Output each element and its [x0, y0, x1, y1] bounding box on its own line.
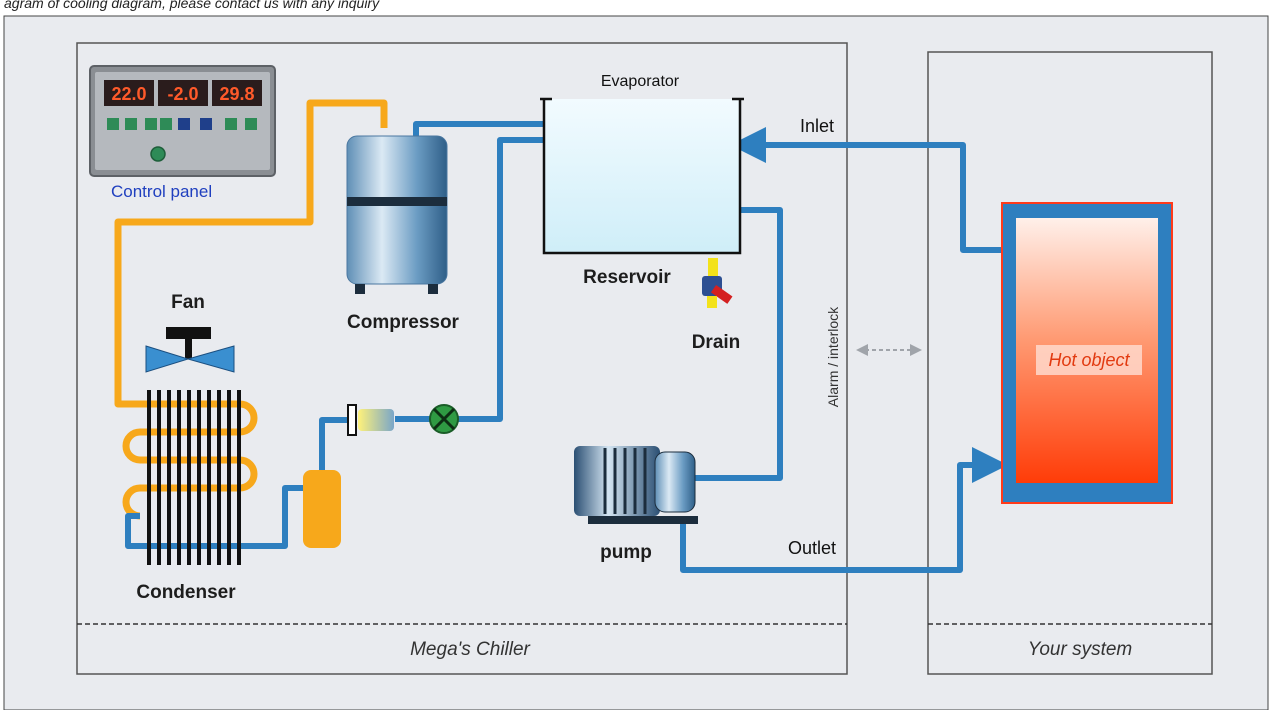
compressor-foot-left — [355, 284, 365, 294]
evaporator-label: Evaporator — [601, 73, 680, 90]
drain-valve-outlet — [707, 296, 717, 308]
hot-object-label-bg — [1036, 345, 1142, 375]
condenser-fins — [147, 390, 241, 565]
reservoir-to-pump — [695, 207, 783, 481]
compressor-foot-right — [428, 284, 438, 294]
chiller-section-label: Mega's Chiller — [410, 639, 530, 660]
fan-blade-right — [186, 345, 235, 373]
pump: pump — [574, 446, 698, 563]
pump-motor — [574, 446, 660, 516]
compressor: Compressor — [346, 135, 460, 333]
inlet-label: Inlet — [800, 116, 834, 136]
filter-cap — [347, 404, 357, 436]
display-2-value: -2.0 — [167, 84, 198, 104]
outlet-line — [680, 447, 1008, 573]
fan: Fan — [145, 292, 235, 373]
system-box — [927, 51, 1213, 675]
reservoir-label: Reservoir — [583, 267, 671, 288]
panel-button-7 — [225, 118, 237, 130]
pump-label: pump — [600, 542, 652, 563]
display-3 — [212, 80, 262, 106]
reservoir-walls — [542, 110, 742, 255]
condenser-label: Condenser — [136, 582, 236, 603]
fan-shaft — [185, 339, 192, 359]
system-section-label: Your system — [1028, 639, 1133, 660]
hot-gas-line — [114, 99, 388, 408]
fan-label: Fan — [171, 292, 205, 313]
drain-valve-stem — [708, 258, 718, 276]
header-text: agram of cooling diagram, please contact… — [4, 0, 380, 11]
expansion-valve-icon — [429, 404, 459, 434]
panel-button-3 — [145, 118, 157, 130]
receiver-tank — [303, 470, 341, 548]
pump-motor-fins — [603, 448, 647, 514]
reservoir-water — [544, 99, 740, 253]
panel-button-1 — [107, 118, 119, 130]
control-panel: 22.0 -2.0 29.8 Control panel — [89, 65, 276, 201]
evaporator-to-compressor — [413, 121, 545, 138]
display-3-value: 29.8 — [219, 84, 254, 104]
display-1-value: 22.0 — [111, 84, 146, 104]
inlet-line — [730, 127, 1002, 253]
filter-drier — [358, 409, 394, 431]
receiver-to-nozzle — [319, 417, 350, 470]
pump-base — [588, 516, 698, 524]
compressor-band — [347, 197, 447, 206]
pump-head — [654, 451, 696, 513]
drain-valve-handle — [710, 284, 733, 304]
panel-button-6 — [200, 118, 212, 130]
display-2 — [158, 80, 208, 106]
panel-button-4 — [160, 118, 172, 130]
panel-button-8 — [245, 118, 257, 130]
condenser-coil — [122, 400, 258, 520]
reservoir-rim — [540, 97, 744, 110]
drain-label: Drain — [692, 332, 741, 353]
condenser-to-receiver — [125, 485, 305, 549]
display-1 — [104, 80, 154, 106]
evaporator-reservoir: Evaporator Reservoir Drain — [540, 73, 744, 353]
hot-object: Hot object — [1001, 202, 1173, 504]
panel-button-2 — [125, 118, 137, 130]
fan-motor — [166, 327, 211, 339]
fan-blade-left — [145, 345, 190, 373]
compressor-body — [346, 135, 448, 285]
hot-object-label: Hot object — [1048, 350, 1130, 370]
chiller-box — [76, 42, 848, 675]
panel-power-button — [150, 146, 166, 162]
outlet-label: Outlet — [788, 538, 836, 558]
alarm-interlock-label: Alarm / interlock — [825, 306, 841, 407]
control-panel-label: Control panel — [111, 182, 212, 201]
compressor-label: Compressor — [347, 312, 460, 333]
panel-button-5 — [178, 118, 190, 130]
